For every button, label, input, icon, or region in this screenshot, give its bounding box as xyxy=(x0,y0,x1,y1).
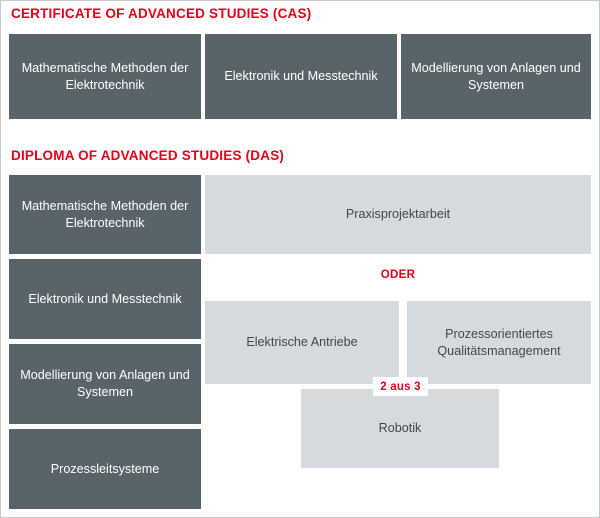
two-of-three-badge: 2 aus 3 xyxy=(373,377,428,396)
das-project-box[interactable]: Praxisprojektarbeit xyxy=(205,175,591,254)
cas-module-box[interactable]: Elektronik und Messtechnik xyxy=(205,34,397,119)
cas-module-box[interactable]: Modellierung von Anlagen und Systemen xyxy=(401,34,591,119)
das-required-module-box[interactable]: Elektronik und Messtechnik xyxy=(9,259,201,339)
das-elective-module-box[interactable]: Elektrische Antriebe xyxy=(205,301,399,384)
das-required-module-box[interactable]: Mathematische Methoden der Elektrotechni… xyxy=(9,175,201,254)
das-required-module-box[interactable]: Prozessleitsysteme xyxy=(9,429,201,509)
das-required-module-box[interactable]: Modellierung von Anlagen und Systemen xyxy=(9,344,201,424)
oder-label: ODER xyxy=(380,269,416,281)
das-elective-module-box[interactable]: Prozessorientiertes Qualitätsmanagement xyxy=(407,301,591,384)
cas-module-box[interactable]: Mathematische Methoden der Elektrotechni… xyxy=(9,34,201,119)
cas-section-title: CERTIFICATE OF ADVANCED STUDIES (CAS) xyxy=(11,6,312,21)
das-elective-module-box[interactable]: Robotik xyxy=(301,389,499,468)
das-section-title: DIPLOMA OF ADVANCED STUDIES (DAS) xyxy=(11,148,285,163)
